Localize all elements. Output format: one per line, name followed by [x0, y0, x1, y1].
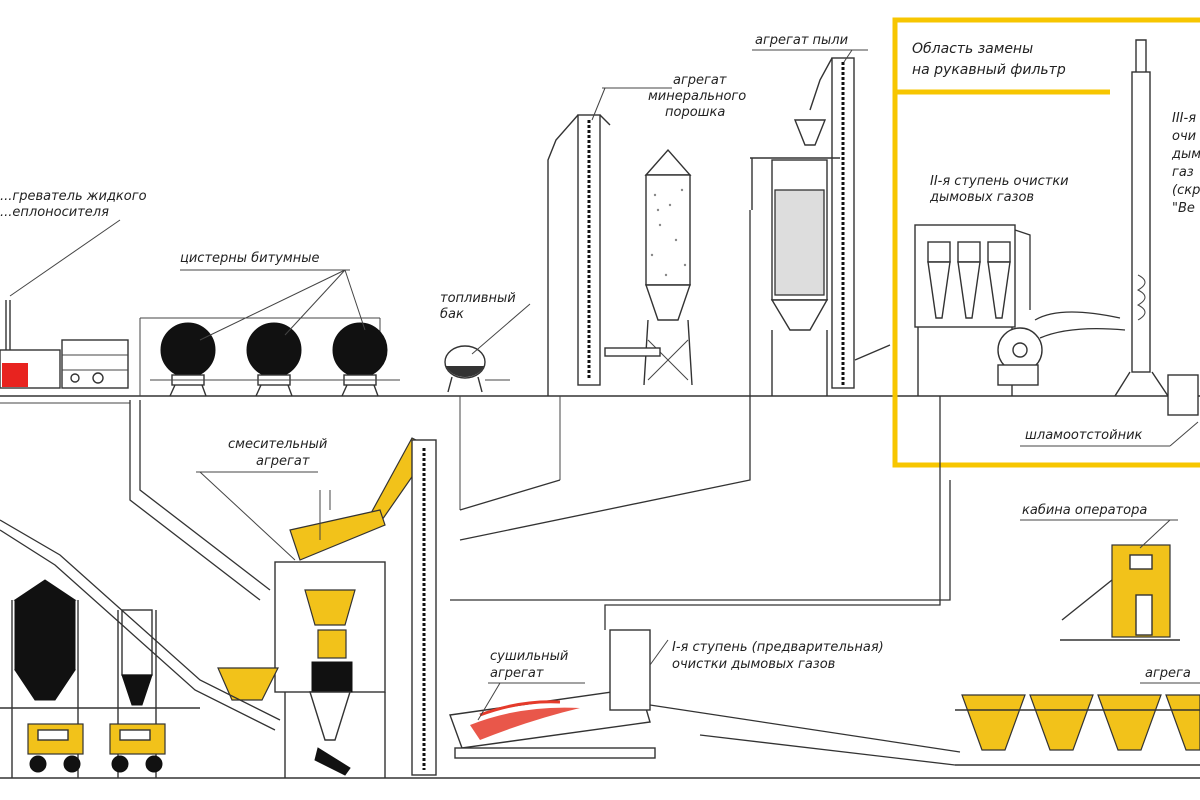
label-sludge-tank-text: шламоотстойник: [1025, 428, 1143, 443]
label-third-stage-line4: газ: [1172, 165, 1194, 180]
skip-conveyor: [0, 519, 281, 721]
heater-red-fluid: [2, 363, 28, 387]
label-first-stage-line2: очистки дымовых газов: [672, 657, 835, 672]
label-mineral-powder-line2: минерального: [648, 89, 746, 104]
operator-cabin: [1060, 544, 1180, 641]
label-drying-unit: сушильный агрегат: [477, 649, 585, 721]
label-aggregate-right: агрега: [1140, 666, 1200, 684]
label-mixing-unit-line1: смесительный: [228, 437, 327, 452]
label-heater-line1: ...греватель жидкого: [0, 189, 147, 204]
label-first-stage-line1: I-я ступень (предварительная): [672, 640, 884, 655]
label-operator-cabin: кабина оператора: [1020, 503, 1178, 549]
bitumen-tank-1: [160, 322, 216, 397]
label-fuel-tank-line1: топливный: [440, 291, 516, 306]
upper-ground-line: [0, 395, 1200, 404]
label-drying-unit-line2: агрегат: [490, 666, 544, 681]
label-fuel-tank-line2: бак: [440, 307, 464, 322]
label-operator-cabin-text: кабина оператора: [1022, 503, 1147, 518]
label-mixing-unit: смесительный агрегат: [196, 437, 327, 561]
label-replacement-area: Область замены на рукавный фильтр: [912, 41, 1066, 78]
label-mineral-powder: агрегат минерального порошка: [591, 73, 746, 121]
label-aggregate-right-text: агрега: [1145, 666, 1191, 681]
label-dust-unit-text: агрегат пыли: [755, 33, 848, 48]
bitumen-tank-3: [332, 322, 388, 397]
bitumen-tank-2: [246, 322, 302, 397]
label-second-stage-line1: II-я ступень очистки: [930, 174, 1069, 189]
label-bitumen-tanks-text: цистерны битумные: [180, 251, 319, 266]
label-replacement-area-line1: Область замены: [912, 41, 1033, 57]
smoke-exhaust-fan: [997, 311, 1126, 386]
label-dust-unit: агрегат пыли: [752, 33, 868, 63]
label-third-stage-line1: III-я: [1172, 111, 1196, 126]
label-third-stage-line3: дым: [1171, 147, 1200, 162]
label-heater-line2: ...еплоносителя: [0, 205, 109, 220]
bitumen-tanks: [139, 317, 400, 397]
label-third-stage: III-я очи дым газ (скр "Ве: [1171, 111, 1200, 216]
fuel-tank: [444, 345, 510, 510]
label-sludge-tank: шламоотстойник: [1020, 421, 1199, 447]
truck-1: [27, 723, 84, 773]
replacement-area-highlight: [892, 17, 1200, 468]
mineral-powder-unit: [459, 114, 693, 511]
third-stage-scrubber: [1114, 39, 1199, 416]
mixing-unit: [217, 437, 437, 778]
label-second-stage-line2: дымовых газов: [929, 190, 1034, 205]
liquid-heat-carrier-heater: [0, 300, 129, 389]
label-mineral-powder-line3: порошка: [665, 105, 725, 120]
label-third-stage-line5: (скр: [1172, 183, 1200, 198]
aggregate-hoppers: [649, 694, 1200, 766]
truck-2: [109, 723, 166, 773]
label-bitumen-tanks: цистерны битумные: [180, 251, 366, 341]
label-drying-unit-line1: сушильный: [490, 649, 568, 664]
second-stage-cyclones: [914, 224, 1031, 396]
label-second-stage: II-я ступень очистки дымовых газов: [929, 174, 1069, 205]
drying-drum: [449, 480, 941, 759]
label-third-stage-line2: очи: [1172, 129, 1196, 144]
label-replacement-area-line2: на рукавный фильтр: [912, 62, 1066, 78]
dust-unit: [750, 57, 891, 396]
label-mixing-unit-line2: агрегат: [256, 454, 310, 469]
label-fuel-tank: топливный бак: [440, 291, 531, 355]
label-first-stage: I-я ступень (предварительная) очистки ды…: [649, 639, 884, 672]
label-mineral-powder-line1: агрегат: [673, 73, 727, 88]
finished-mix-silos: [0, 579, 200, 778]
label-third-stage-line6: "Ве: [1172, 201, 1195, 216]
label-heater: ...греватель жидкого ...еплоносителя: [0, 189, 147, 297]
